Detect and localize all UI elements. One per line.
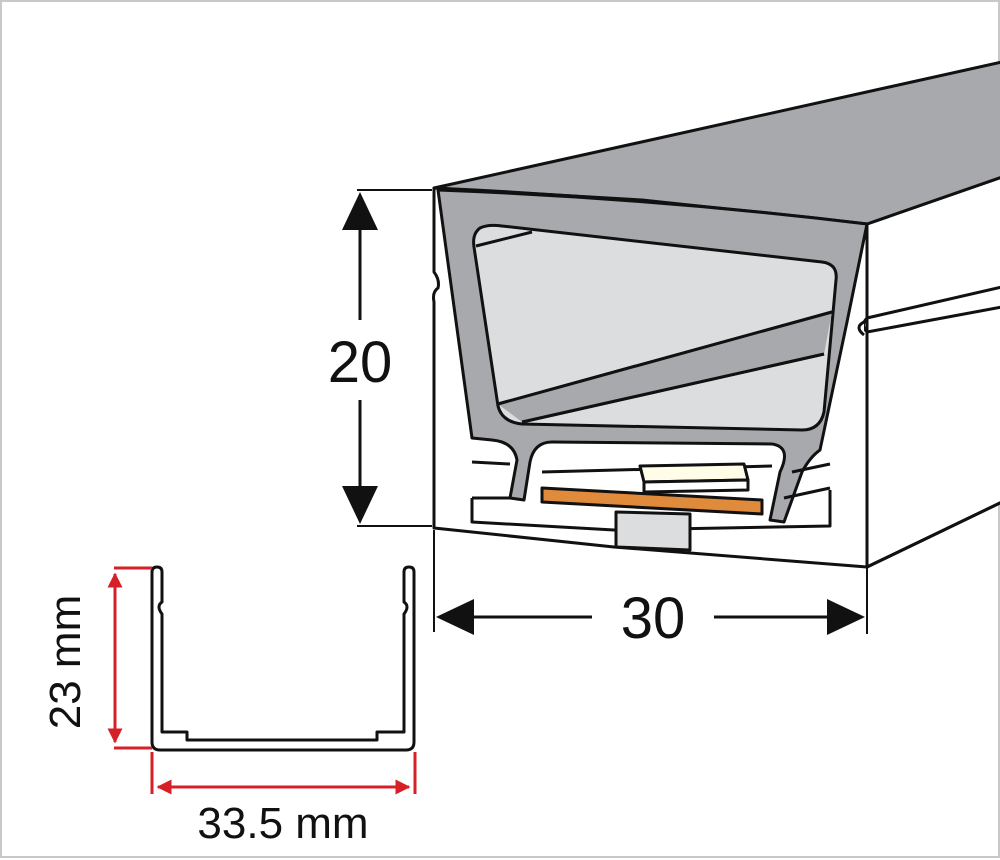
label-width: 30 [621,586,686,651]
label-channel-width: 33.5 mm [197,799,368,848]
arrow-left-icon [436,599,474,635]
led-chip-side [644,480,748,492]
channel-inner-line-left [472,462,510,464]
profile-side-face [867,177,1000,567]
bottom-tab [616,512,690,550]
label-height: 20 [328,330,393,395]
arrow-up-icon [342,192,378,230]
u-channel-profile: 23 mm 33.5 mm [41,567,415,848]
neon-profile-3d [434,62,1000,567]
arrow-down-icon [342,486,378,524]
arrow-right-icon [827,599,865,635]
dim-height-20: 20 [328,190,432,526]
u-channel-outline [152,567,414,750]
label-channel-height: 23 mm [41,595,90,729]
